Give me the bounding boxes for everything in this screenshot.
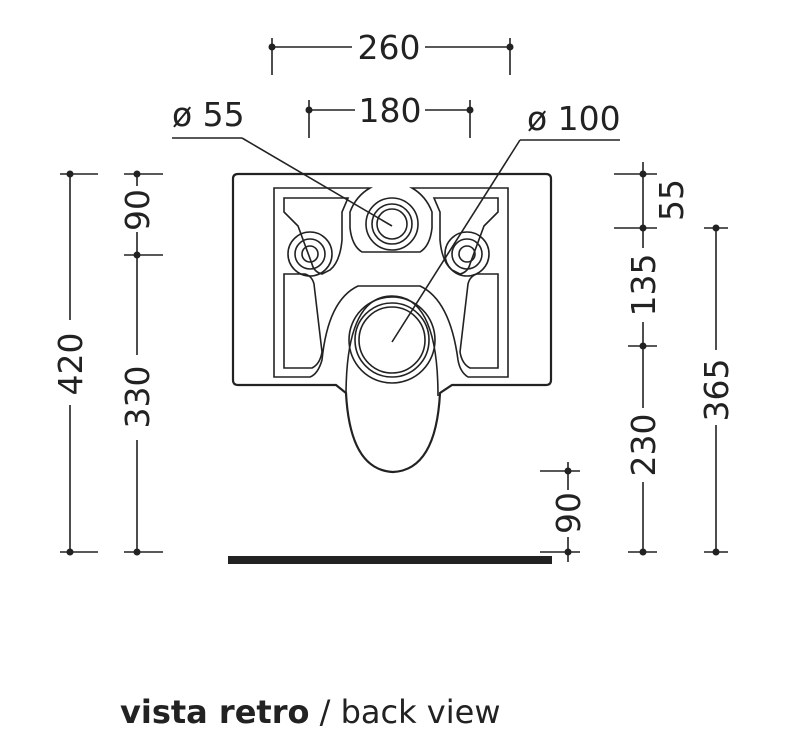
left-lower-panel (283, 273, 323, 369)
inner-frame-outline (273, 187, 509, 378)
dim-330: 330 (118, 255, 163, 556)
left-fixing-hole (287, 231, 333, 277)
dim-330-label: 330 (118, 366, 157, 429)
caption-italian: vista retro (120, 693, 310, 731)
dim-90-left-label: 90 (118, 189, 157, 231)
dim-large-diameter-label: ø 100 (527, 99, 621, 138)
caption-separator: / (309, 693, 341, 731)
outer-body-outline (231, 172, 553, 474)
dim-260-label: 260 (358, 28, 421, 67)
right-lower-panel (459, 273, 499, 369)
dim-90-floor-label: 90 (549, 492, 588, 534)
waste-outlet (345, 295, 439, 397)
caption-english: back view (340, 693, 501, 731)
right-fixing-hole (444, 231, 490, 277)
right-panel (432, 197, 499, 275)
dim-135-label: 135 (624, 254, 663, 317)
dim-230-label: 230 (624, 414, 663, 477)
floor-line (228, 556, 552, 564)
left-panel (283, 197, 350, 275)
dim-55-label: 55 (652, 179, 691, 221)
dim-small-diameter-label: ø 55 (172, 95, 245, 134)
dim-180-label: 180 (359, 91, 422, 130)
dim-260: 260 (268, 28, 514, 75)
dim-90-floor: 90 (540, 462, 588, 562)
dim-135: 135 (624, 228, 663, 350)
dim-55: 55 (614, 162, 691, 232)
dim-365: 365 (697, 224, 736, 556)
dim-230: 230 (624, 346, 663, 556)
dim-420-label: 420 (51, 333, 90, 396)
dim-365-label: 365 (697, 359, 736, 422)
water-inlet (365, 197, 419, 251)
dim-420: 420 (51, 170, 98, 556)
view-caption: vista retro / back view (120, 693, 500, 731)
dim-180: 180 (305, 91, 474, 138)
technical-drawing: 260 180 ø 55 ø 100 420 90 (51, 28, 736, 564)
dim-90-left: 90 (118, 170, 163, 259)
toilet-back-view (231, 172, 553, 474)
